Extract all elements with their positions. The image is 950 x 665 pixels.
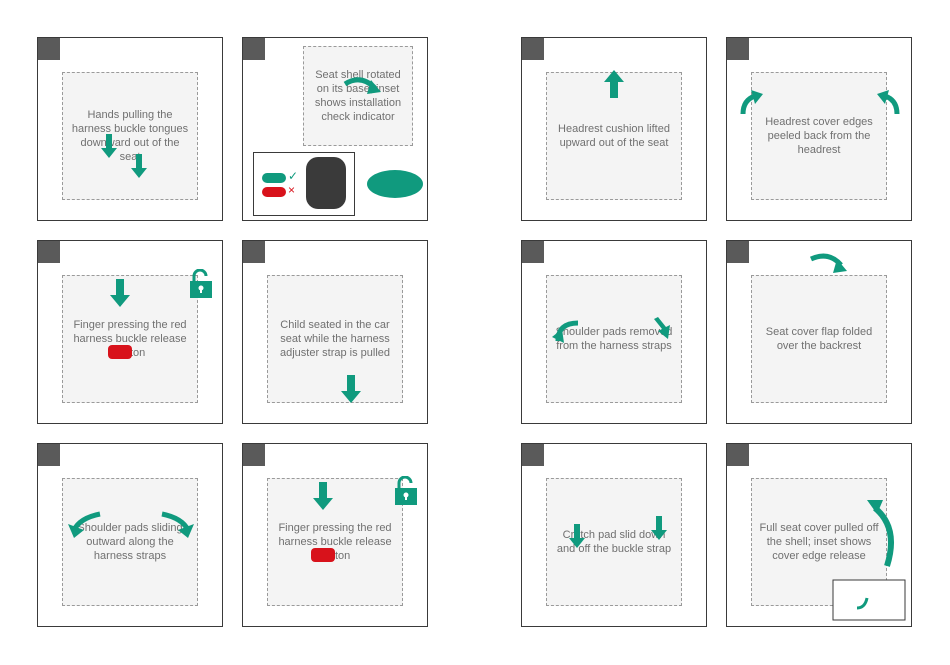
instruction-panel: Child seated in the car seat while the h… <box>242 240 428 424</box>
step-number-box <box>522 444 544 466</box>
instruction-panel: Headrest cushion lifted upward out of th… <box>521 37 707 221</box>
arrow-left-icon <box>71 511 101 532</box>
illustration-placeholder: Child seated in the car seat while the h… <box>267 275 403 403</box>
step-number-box <box>38 38 60 60</box>
illustration-placeholder: Shoulder pads sliding outward along the … <box>62 478 198 606</box>
base-callout-shape <box>367 170 423 198</box>
arrow-down-icon <box>313 482 333 510</box>
illustration-placeholder: Finger pressing the red harness buckle r… <box>62 275 198 403</box>
illustration-placeholder: Shoulder pads removed from the harness s… <box>546 275 682 403</box>
step-number-box <box>727 38 749 60</box>
correct-indicator-row <box>262 173 286 183</box>
unlock-icon <box>395 476 417 505</box>
unlock-icon <box>190 269 212 298</box>
instruction-panel: Full seat cover pulled off the shell; in… <box>726 443 912 627</box>
buckle-release-button <box>311 548 335 562</box>
arrow-down-icon <box>341 375 361 403</box>
step-number-box <box>38 241 60 263</box>
instruction-panel: Shoulder pads removed from the harness s… <box>521 240 707 424</box>
indicator-dial <box>306 157 346 209</box>
step-number-box <box>727 444 749 466</box>
arrow-down-icon <box>131 154 147 178</box>
curved-arrow-icon <box>884 93 900 115</box>
arrow-down-icon <box>110 279 130 307</box>
step-number-box <box>243 38 265 60</box>
curved-arrow-icon <box>877 90 889 104</box>
arrow-right-icon <box>178 524 194 538</box>
curved-arrow-icon <box>740 93 756 115</box>
step-number-box <box>243 444 265 466</box>
arrow-right-icon <box>161 511 191 532</box>
installation-indicator-legend: ✓ × <box>253 152 355 216</box>
instruction-panel: Headrest cover edges peeled back from th… <box>726 37 912 221</box>
arrow-down-icon <box>651 516 667 540</box>
curved-arrow-icon <box>856 597 869 610</box>
instruction-panel: Hands pulling the harness buckle tongues… <box>37 37 223 221</box>
illustration-placeholder: Seat cover flap folded over the backrest <box>751 275 887 403</box>
curved-arrow-icon <box>833 259 847 273</box>
detail-inset <box>832 579 906 621</box>
arrow-down-icon <box>569 524 585 548</box>
step-number-box <box>243 241 265 263</box>
instruction-panel: Shoulder pads sliding outward along the … <box>37 443 223 627</box>
wrong-indicator-row <box>262 187 286 197</box>
instruction-panel: Seat cover flap folded over the backrest <box>726 240 912 424</box>
curved-arrow-icon <box>867 500 883 514</box>
arrow-down-icon <box>101 134 117 158</box>
curved-arrow-icon <box>367 80 381 94</box>
illustration-placeholder: Headrest cover edges peeled back from th… <box>751 72 887 200</box>
curved-arrow-icon <box>872 505 894 567</box>
step-number-box <box>38 444 60 466</box>
instruction-panel: Seat shell rotated on its base; inset sh… <box>242 37 428 221</box>
instruction-panel: Finger pressing the red harness buckle r… <box>37 240 223 424</box>
instruction-panel: Crotch pad slid down and off the buckle … <box>521 443 707 627</box>
arrow-up-icon <box>604 70 624 98</box>
arrow-left-icon <box>68 524 84 538</box>
illustration-placeholder: Full seat cover pulled off the shell; in… <box>751 478 887 606</box>
step-number-box <box>522 241 544 263</box>
wrong-symbol: × <box>288 183 296 197</box>
step-number-box <box>727 241 749 263</box>
buckle-release-button <box>108 345 132 359</box>
arrow-down-icon <box>654 317 670 339</box>
illustration-placeholder: Finger pressing the red harness buckle r… <box>267 478 403 606</box>
curved-arrow-icon <box>751 90 763 104</box>
step-number-box <box>522 38 544 60</box>
illustration-placeholder: Hands pulling the harness buckle tongues… <box>62 72 198 200</box>
curved-arrow-icon <box>552 329 564 343</box>
illustration-placeholder: Crotch pad slid down and off the buckle … <box>546 478 682 606</box>
instruction-panel: Finger pressing the red harness buckle r… <box>242 443 428 627</box>
correct-symbol: ✓ <box>288 169 299 183</box>
